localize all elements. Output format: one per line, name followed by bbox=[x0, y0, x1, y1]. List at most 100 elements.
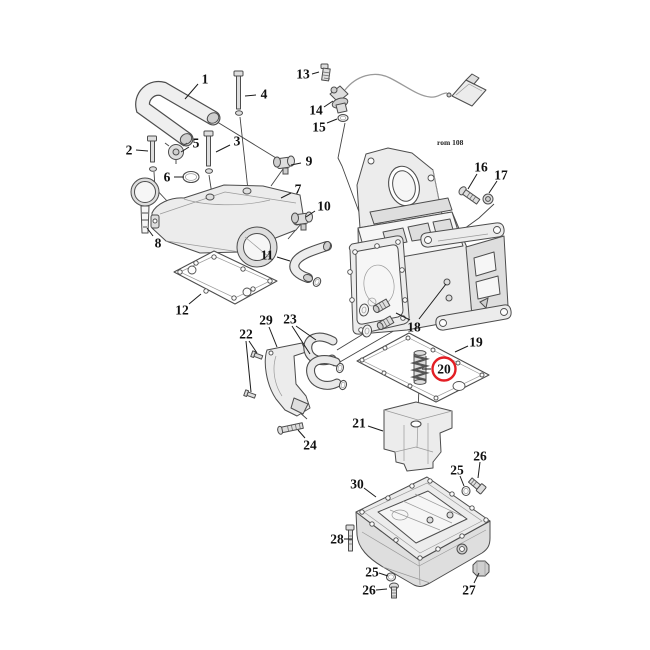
oring-25-lower bbox=[385, 572, 397, 582]
part-number-text: 29 bbox=[259, 313, 273, 328]
part-vent-fitting-5 bbox=[164, 142, 188, 164]
leader-line bbox=[248, 340, 258, 354]
part-label-12: 12 bbox=[175, 293, 202, 318]
plug-27 bbox=[472, 560, 490, 577]
part-label-26: 26 bbox=[473, 449, 487, 479]
part-label-2: 2 bbox=[126, 143, 149, 158]
part-label-19: 19 bbox=[454, 335, 483, 353]
part-number-text: 8 bbox=[155, 236, 162, 251]
leader-line bbox=[276, 256, 291, 262]
fitting-10 bbox=[291, 211, 313, 231]
part-label-24: 24 bbox=[297, 429, 317, 453]
oring-15 bbox=[337, 114, 349, 122]
leader-line bbox=[363, 487, 377, 498]
part-number-text: 14 bbox=[309, 103, 323, 118]
part-label-20: 20 bbox=[422, 356, 457, 382]
part-number-text: 4 bbox=[261, 87, 268, 102]
part-number-text: 23 bbox=[283, 312, 297, 327]
labels-layer: 1234567891011121314151617181920212223242… bbox=[126, 67, 508, 598]
part-number-text: 21 bbox=[352, 416, 366, 431]
part-number-text: 28 bbox=[330, 532, 344, 547]
part-number-text: 20 bbox=[437, 362, 451, 377]
part-number-text: 24 bbox=[303, 438, 317, 453]
part-dipstick bbox=[130, 177, 160, 234]
part-speed-sensor bbox=[329, 73, 487, 114]
plug-26-lower bbox=[389, 582, 399, 599]
part-label-18: 18 bbox=[395, 283, 447, 335]
part-label-25: 25 bbox=[450, 463, 465, 487]
part-label-1: 1 bbox=[184, 72, 209, 100]
part-number-text: 10 bbox=[317, 199, 331, 214]
part-label-4: 4 bbox=[244, 87, 268, 102]
leader-line bbox=[311, 71, 320, 75]
leader-line bbox=[215, 144, 231, 153]
hose-11 bbox=[289, 241, 332, 287]
part-bracket-29 bbox=[264, 342, 311, 417]
part-number-text: 22 bbox=[239, 327, 253, 342]
part-label-5: 5 bbox=[180, 136, 200, 153]
part-number-text: 6 bbox=[164, 170, 171, 185]
bolt-16 bbox=[458, 186, 481, 205]
bolt-28 bbox=[345, 524, 355, 552]
part-number-text: 5 bbox=[193, 136, 200, 151]
part-label-28: 28 bbox=[330, 532, 352, 547]
leader-line bbox=[188, 293, 202, 305]
fitting-9 bbox=[273, 155, 295, 175]
leader-line bbox=[146, 227, 154, 237]
part-number-text: 3 bbox=[234, 134, 241, 149]
part-label-9: 9 bbox=[290, 154, 313, 169]
part-oil-line-tube bbox=[135, 80, 221, 147]
part-number-text: 16 bbox=[474, 160, 488, 175]
plug-26-upper bbox=[467, 477, 487, 495]
part-number-text: 26 bbox=[473, 449, 487, 464]
part-oil-pan-30 bbox=[355, 476, 491, 587]
oring-6 bbox=[182, 170, 200, 184]
part-label-14: 14 bbox=[309, 100, 334, 118]
part-number-text: 9 bbox=[306, 154, 313, 169]
part-label-29: 29 bbox=[259, 313, 278, 348]
part-number-text: 11 bbox=[261, 248, 274, 263]
sensor-connector bbox=[446, 73, 487, 107]
leader-line bbox=[180, 146, 190, 153]
part-label-26: 26 bbox=[362, 583, 388, 598]
leader-line bbox=[295, 325, 317, 341]
leader-line bbox=[291, 325, 311, 355]
part-label-25: 25 bbox=[365, 565, 389, 580]
bolt-3 bbox=[203, 130, 214, 174]
bolt-13 bbox=[320, 63, 331, 82]
leader-line bbox=[184, 83, 199, 100]
hoses-23 bbox=[303, 332, 348, 391]
bolt-4 bbox=[233, 70, 244, 116]
part-number-text: 12 bbox=[175, 303, 189, 318]
part-number-text: 30 bbox=[350, 477, 364, 492]
leader-line bbox=[323, 100, 334, 108]
oring-25-upper bbox=[461, 485, 471, 497]
leader-line bbox=[305, 210, 316, 218]
part-number-text: 1 bbox=[202, 72, 209, 87]
diagram-note: rom 108 bbox=[437, 138, 464, 147]
part-number-text: 25 bbox=[365, 565, 379, 580]
leader-line bbox=[454, 345, 469, 353]
part-number-text: 19 bbox=[469, 335, 483, 350]
leader-line bbox=[473, 572, 480, 584]
part-label-17: 17 bbox=[488, 168, 508, 194]
part-label-27: 27 bbox=[462, 572, 480, 598]
part-number-text: 7 bbox=[295, 182, 302, 197]
leader-line bbox=[297, 429, 306, 439]
part-label-16: 16 bbox=[467, 160, 488, 190]
leader-line bbox=[245, 340, 252, 393]
leader-line bbox=[395, 312, 411, 321]
part-label-21: 21 bbox=[352, 416, 384, 432]
part-number-text: 25 bbox=[450, 463, 464, 478]
part-label-6: 6 bbox=[164, 170, 184, 185]
leader-line bbox=[268, 326, 278, 348]
part-label-30: 30 bbox=[350, 477, 377, 498]
part-number-text: 15 bbox=[312, 120, 326, 135]
part-label-3: 3 bbox=[215, 134, 241, 153]
part-number-text: 17 bbox=[494, 168, 508, 183]
bolt-24 bbox=[277, 422, 304, 435]
part-label-11: 11 bbox=[261, 248, 291, 263]
part-label-13: 13 bbox=[296, 67, 320, 82]
